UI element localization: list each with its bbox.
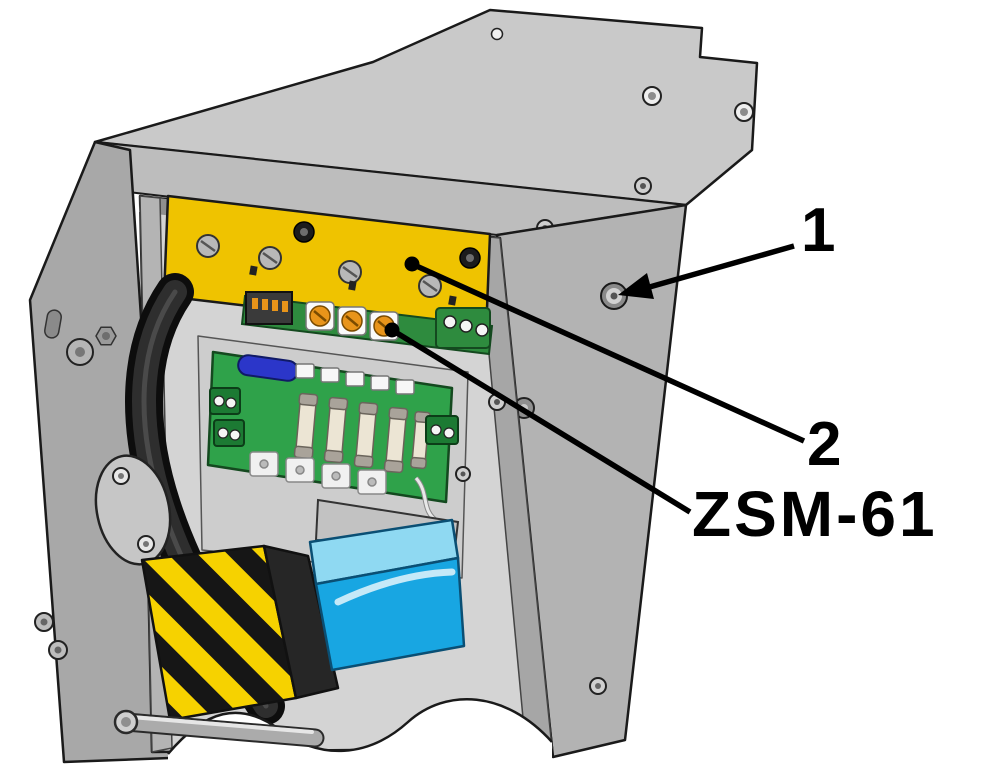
callout-2-dot [404, 256, 420, 272]
handle-rod [113, 709, 325, 748]
blue-module-highlight [334, 568, 456, 606]
pcb-left-terminals [209, 387, 245, 447]
callout-zsm-61-dot [384, 322, 400, 338]
green-terminal-block [435, 307, 491, 349]
callout-2: 2 [404, 256, 841, 479]
terminal-strip [240, 291, 494, 356]
callout-1-label: 1 [801, 196, 835, 265]
transformer [140, 544, 340, 722]
pcb-right-terminal [425, 415, 459, 445]
left-wall-slot [44, 309, 62, 339]
mounting-plate-holes [490, 27, 754, 122]
callouts: 1 2 ZSM-61 [384, 196, 938, 550]
callout-zsm-61: ZSM-61 [384, 322, 938, 550]
panel-terminal-screws [196, 234, 442, 298]
terminal-block-2 [337, 306, 367, 336]
sheet-cutoff [167, 697, 553, 766]
panel-markings [249, 265, 457, 306]
top-mounting-plate [93, 8, 759, 207]
pcb-socket-row [249, 451, 387, 495]
fuse-3 [353, 401, 379, 469]
callout-zsm-61-leader [390, 327, 692, 515]
left-wall-bottom-holes [34, 612, 68, 660]
fuse-2 [323, 396, 349, 464]
fuse-4 [383, 406, 409, 474]
right-wall-grommet [600, 282, 628, 310]
transformer-coil [262, 544, 340, 700]
callout-1-leader [645, 243, 795, 291]
callout-1: 1 [618, 196, 835, 299]
fuse-board [206, 350, 459, 542]
blue-module-front [314, 556, 466, 672]
left-wall-washer [66, 338, 94, 366]
callout-zsm-61-label: ZSM-61 [692, 478, 938, 550]
left-wall-hex-bolt [95, 326, 117, 346]
left-wall [28, 140, 172, 764]
pcb-connector-row [295, 363, 415, 395]
callout-2-label: 2 [807, 410, 841, 479]
terminal-strip-pcb [240, 294, 494, 356]
blue-module [308, 518, 466, 672]
right-wall-bottom-hole [589, 677, 607, 695]
ribbon-connector [245, 291, 293, 325]
terminal-block-1 [305, 301, 335, 331]
fuse-1 [293, 392, 319, 460]
callout-1-arrowhead [618, 273, 654, 299]
callout-2-leader [410, 261, 806, 444]
panel-standoff-bolt [293, 221, 481, 269]
sub-plate-screw [455, 466, 471, 482]
